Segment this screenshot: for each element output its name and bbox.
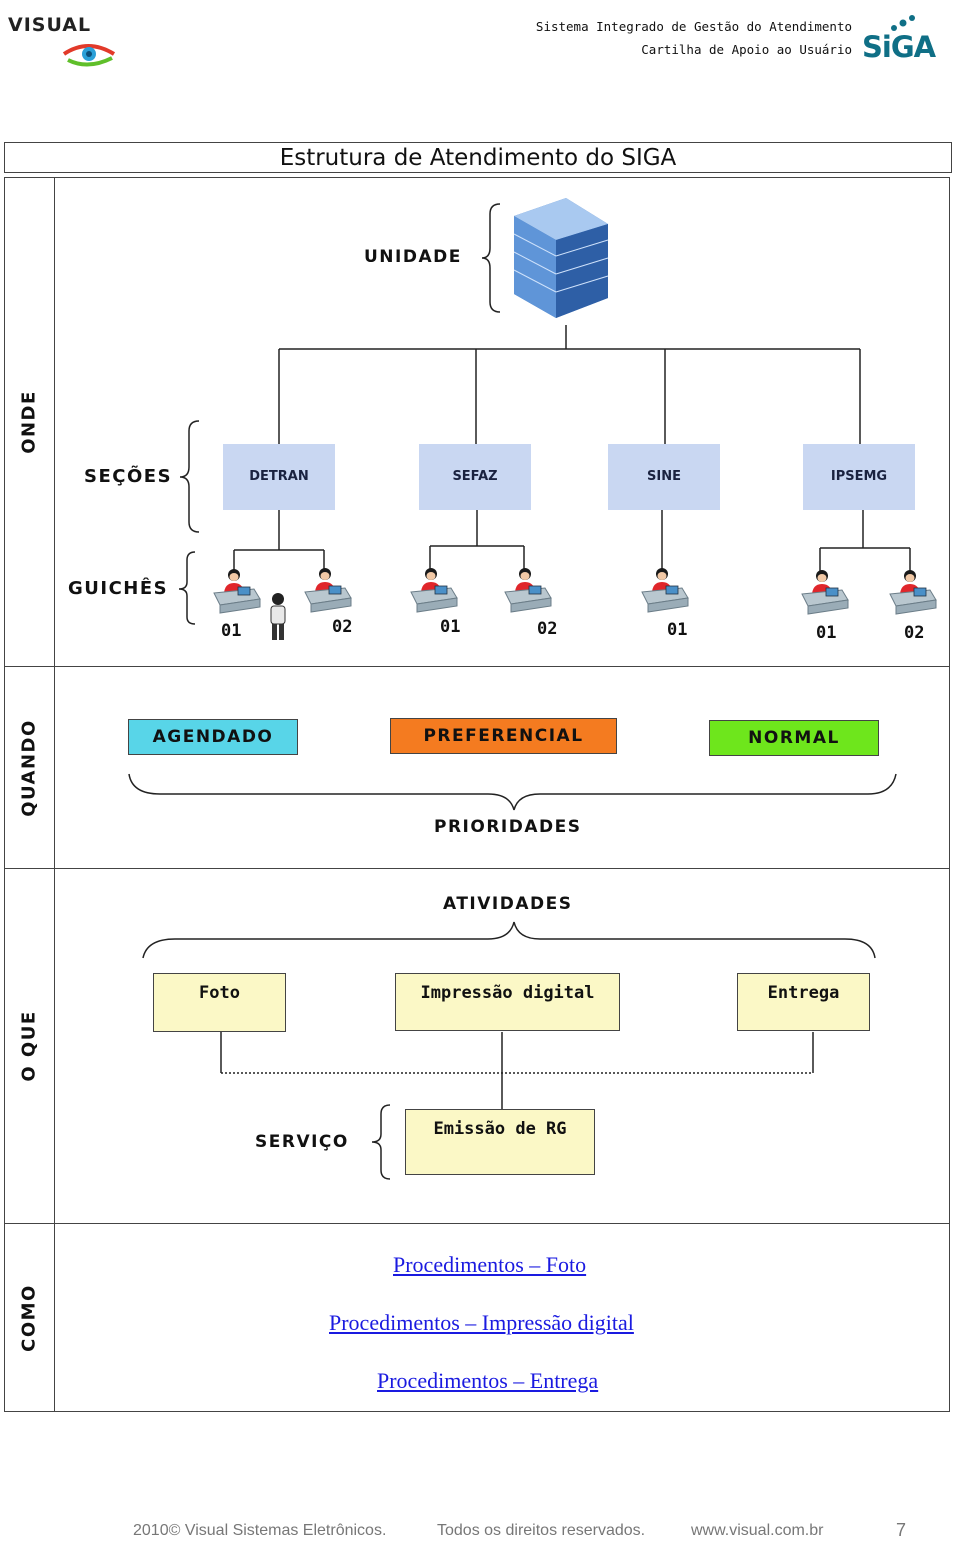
priority-normal: NORMAL xyxy=(709,720,879,756)
guiche-desk-icon xyxy=(213,568,261,614)
unidade-label: UNIDADE xyxy=(364,247,462,267)
prioridades-label: PRIORIDADES xyxy=(434,817,582,837)
link-procedimentos-entrega[interactable]: Procedimentos – Entrega xyxy=(377,1368,599,1393)
section-box-sine: SINE xyxy=(608,444,720,510)
guiche-number: 01 xyxy=(816,623,837,643)
system-name: Sistema Integrado de Gestão do Atendimen… xyxy=(535,19,852,34)
brand-logo-text: VISUAL xyxy=(8,14,92,36)
secoes-label: SEÇÕES xyxy=(84,466,173,487)
link-procedimentos-foto[interactable]: Procedimentos – Foto xyxy=(393,1252,587,1277)
atividades-label: ATIVIDADES xyxy=(443,894,573,914)
section-box-ipsemg: IPSEMG xyxy=(803,444,915,510)
building-icon xyxy=(513,198,609,318)
servico-label: SERVIÇO xyxy=(255,1132,349,1152)
siga-logo: SiGA xyxy=(862,30,936,64)
guiche-number: 01 xyxy=(440,617,461,637)
footer-website: www.visual.com.br xyxy=(691,1522,824,1539)
guiche-desk-icon xyxy=(304,567,352,613)
person-icon xyxy=(270,593,286,640)
guiche-number: 02 xyxy=(332,617,353,637)
priority-preferencial: PREFERENCIAL xyxy=(390,718,617,754)
guiche-number: 02 xyxy=(537,619,558,639)
guiche-desk-icon xyxy=(641,567,689,613)
guiches-label: GUICHÊS xyxy=(68,578,169,599)
eye-logo-icon xyxy=(62,44,116,67)
link-procedimentos-impressao[interactable]: Procedimentos – Impressão digital xyxy=(329,1310,634,1335)
guiche-desk-icon xyxy=(801,569,849,615)
guiche-icons xyxy=(213,567,937,615)
guiche-desk-icon xyxy=(410,567,458,613)
activity-foto: Foto xyxy=(153,973,286,1032)
guide-name: Cartilha de Apoio ao Usuário xyxy=(641,42,852,57)
section-box-detran: DETRAN xyxy=(223,444,335,510)
guiche-number: 02 xyxy=(904,623,925,643)
guiche-number: 01 xyxy=(221,621,242,641)
footer-rights: Todos os direitos reservados. xyxy=(437,1522,646,1539)
guiche-desk-icon xyxy=(504,567,552,613)
page-title: Estrutura de Atendimento do SIGA xyxy=(4,142,952,173)
siga-dots-icon xyxy=(891,15,915,31)
guiche-number: 01 xyxy=(667,620,688,640)
activity-entrega: Entrega xyxy=(737,973,870,1031)
guiche-desk-icon xyxy=(889,569,937,615)
activity-impressao-digital: Impressão digital xyxy=(395,973,620,1031)
footer-copyright: 2010© Visual Sistemas Eletrônicos. xyxy=(133,1522,387,1539)
priority-agendado: AGENDADO xyxy=(128,719,298,755)
section-box-sefaz: SEFAZ xyxy=(419,444,531,510)
page-number: 7 xyxy=(896,1520,907,1540)
section-como: COMO xyxy=(4,1223,950,1412)
servico-emissao-rg: Emissão de RG xyxy=(405,1109,595,1175)
